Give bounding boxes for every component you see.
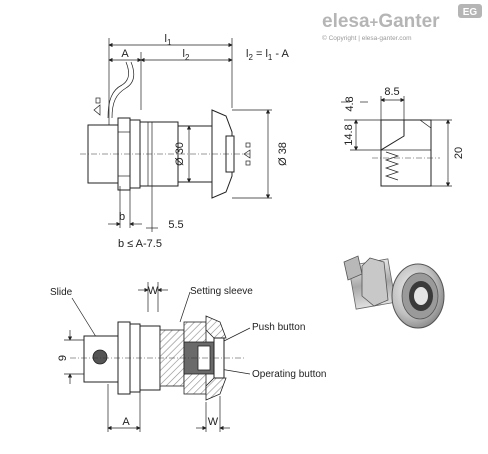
brand-badge-box	[458, 4, 482, 18]
section-view: Slide Setting sleeve Push button Operati…	[50, 282, 327, 432]
dim-9: 9	[57, 355, 69, 361]
dim-20: 20	[453, 147, 465, 159]
label-push-button: Push button	[252, 322, 305, 333]
formula-l2: l2 = l1 - A	[246, 48, 290, 62]
formula-b: b ≤ A-7.5	[118, 238, 162, 250]
dim-l2-label: l2	[183, 48, 190, 62]
dim-b: b	[119, 211, 125, 223]
dim-d30: Ø 30	[174, 142, 186, 166]
dim-14-8: 14.8	[343, 124, 355, 145]
brand-name-ganter: Ganter	[378, 11, 440, 32]
label-slide: Slide	[50, 287, 73, 298]
dim-W-top: W	[148, 285, 159, 297]
label-setting-sleeve: Setting sleeve	[190, 286, 253, 297]
brand-logo: elesa+Ganter EG © Copyright | elesa-gant…	[322, 4, 482, 42]
side-view: 4.8 8.5 14.8 20	[341, 86, 465, 187]
brand-copyright: © Copyright | elesa-ganter.com	[322, 34, 412, 42]
dim-4-8: 4.8	[344, 96, 356, 111]
dim-d38: Ø 38	[277, 142, 289, 166]
brand-name-elesa: elesa	[322, 11, 370, 32]
dim-A-top: A	[121, 48, 129, 60]
svg-text:elesa+Ganter: elesa+Ganter	[322, 11, 440, 32]
dim-A-bottom: A	[122, 416, 130, 428]
dim-5-5: 5.5	[168, 219, 183, 231]
dim-W-bottom: W	[208, 416, 219, 428]
label-operating-button: Operating button	[252, 369, 327, 380]
brand-plus: +	[370, 14, 379, 31]
brand-badge: EG	[463, 7, 478, 18]
product-photo	[343, 255, 445, 329]
dim-l1-label: l1	[165, 33, 172, 47]
main-view: l1 A l2 l2 = l1 - A	[80, 33, 290, 250]
dim-8-5: 8.5	[384, 86, 399, 98]
